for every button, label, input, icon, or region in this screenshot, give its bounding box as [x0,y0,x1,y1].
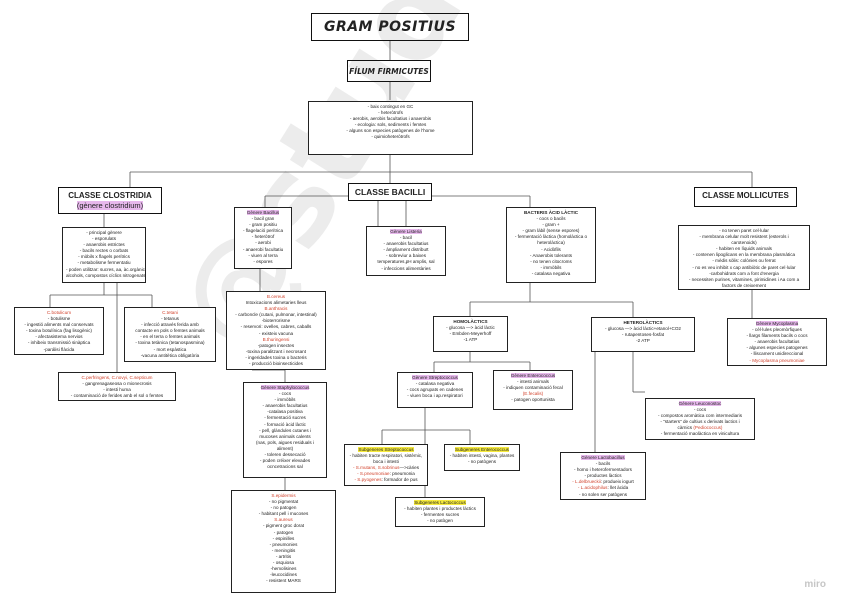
lactic-acid-bacteria-box: BACTERIS ÀCID LÀCTIC - cocs o bacils- gr… [506,207,596,283]
genus-lactobacillus-box: Gènere Lactobacillus - bacils- homo i he… [560,452,646,500]
subgenera-lactococcus-box: Subgeneres Lactococcus - habiten plantes… [395,497,485,527]
genus-listeria-box: Gènere Listeria - bacil- anaerobis facul… [366,226,446,276]
class-clostridia-subtitle: (gènere clostridium) [76,201,144,210]
c-perfringens-box: C.perfringens, C.novyi, C.septicum - gan… [58,372,176,401]
homolactics-box: HOMOLÀCTICS - glucosa —> àcid làctic- Em… [433,316,508,352]
genus-mycoplasma-box: Gènere Mycoplasma - cèl·lules pleomòrfiq… [727,318,827,366]
staphylococcus-species-box: S.epidermis - no pigmentat- no patogen- … [231,490,336,593]
genus-streptococcus-box: Gènere Streptococcus - catalasa negativa… [397,372,473,408]
mollicutes-traits-box: - no tenen paret cel·lular- membrana cel… [678,225,810,290]
genus-staphylococcus-box: Gènere Staphylococcus - cocs- immòbils- … [243,382,327,478]
genus-enterococcus-box: Gènere Enterococcus - intesti animals- i… [493,370,573,410]
class-bacilli-box: CLASSE BACILLI [348,183,432,201]
page-title: GRAM POSITIUS [311,13,469,41]
clostridia-traits-box: - principal gènere- esporulats- anaerobi… [62,227,146,283]
c-tetani-box: C.tetani - tetanus- infecció através fer… [124,307,216,362]
bacillus-species-box: B.cereus Intoxicacions alimetaries lleus… [226,291,326,370]
class-clostridia-title: CLASSE CLOSTRIDIA [68,191,152,200]
phylum-traits-box: - baix contingut en GC- heteròtrofs- aer… [308,101,473,155]
genus-bacillus-box: Gènere Bacillus - bacil gran- gram posit… [234,207,292,269]
heterolactics-box: HETEROLÀCTICS - glucosa —> àcid làctic+e… [591,317,695,352]
c-botulinum-box: C.botulicum - botulisme- ingestió alimen… [14,307,104,355]
class-mollicutes-box: CLASSE MOLLICUTES [694,187,797,207]
miro-logo: miro [804,579,826,590]
class-clostridia-box: CLASSE CLOSTRIDIA (gènere clostridium) [58,187,162,214]
subgenera-streptococcus-box: Subgeneres Streptococcus - habiten tract… [344,444,428,486]
genus-leuconostoc-box: Gènere Leuconostoc - cocs- compostos aro… [645,398,755,440]
phylum-title: FÍLUM FIRMICUTES [347,60,431,82]
subgenera-enterococcus-box: Subgeneres Enterococcus - habiten intest… [444,444,520,471]
